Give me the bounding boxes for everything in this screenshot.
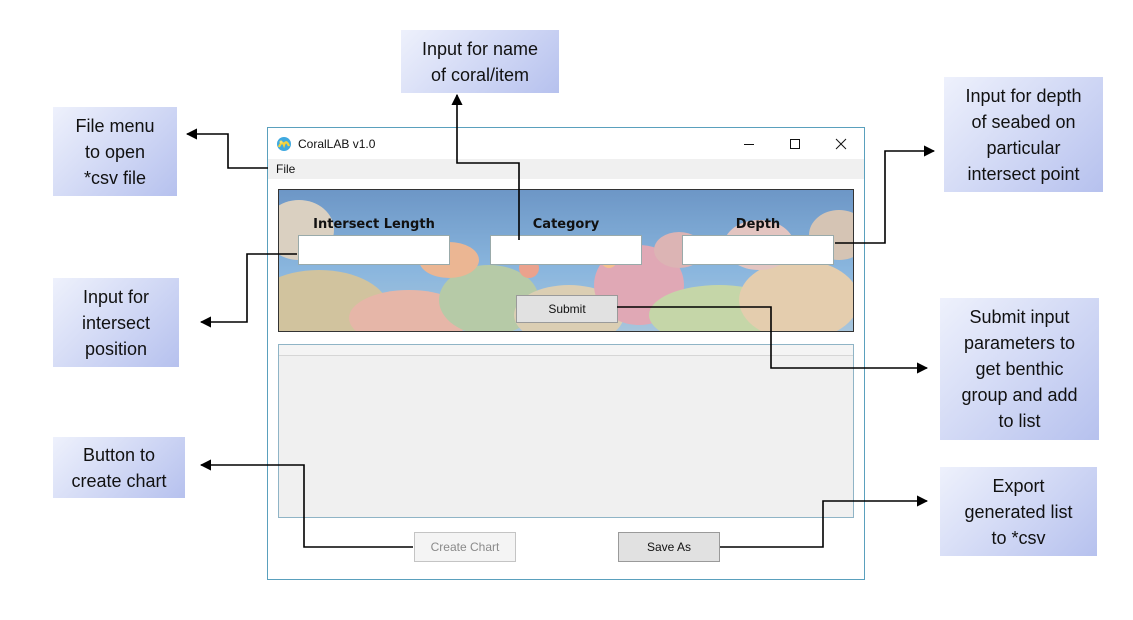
coral-app-icon [277,137,291,151]
window-title: CoralLAB v1.0 [298,137,376,151]
minimize-icon [744,143,754,145]
callout-intersect-input-text: Input for intersect position [81,286,151,359]
intersect-length-input[interactable] [298,235,450,265]
callout-create-chart: Button to create chart [53,437,185,498]
callout-name-input-text: Input for name of coral/item [421,38,539,85]
callout-export: Export generated list to *csv [940,467,1097,556]
list-header [279,345,853,356]
depth-input[interactable] [682,235,834,265]
close-button[interactable] [818,128,864,159]
callout-file-menu-text: File menu to open *csv file [75,115,155,188]
intersect-length-label: Intersect Length [313,217,435,232]
close-icon [835,138,847,149]
callout-depth-input: Input for depth of seabed on particular … [944,77,1103,192]
save-as-button[interactable]: Save As [618,532,720,562]
reef-banner: Intersect Length Category Depth Submit [278,189,854,332]
callout-create-chart-text: Button to create chart [71,444,167,491]
depth-label: Depth [735,217,781,232]
title-bar[interactable]: CoralLAB v1.0 [268,128,864,159]
callout-submit-text: Submit input parameters to get benthic g… [961,307,1078,431]
category-label: Category [532,217,600,232]
menu-bar: File [268,159,864,179]
results-list[interactable] [278,344,854,518]
menu-file[interactable]: File [276,162,296,176]
callout-name-input: Input for name of coral/item [401,30,559,93]
maximize-button[interactable] [772,128,818,159]
callout-file-menu: File menu to open *csv file [53,107,177,196]
callout-intersect-input: Input for intersect position [53,278,179,367]
create-chart-button[interactable]: Create Chart [414,532,516,562]
app-window: CoralLAB v1.0 File [267,127,865,580]
callout-submit: Submit input parameters to get benthic g… [940,298,1099,440]
minimize-button[interactable] [726,128,772,159]
connector-file-menu [185,128,268,169]
submit-button[interactable]: Submit [516,295,618,323]
category-input[interactable] [490,235,642,265]
callout-depth-input-text: Input for depth of seabed on particular … [965,85,1082,184]
callout-export-text: Export generated list to *csv [964,475,1073,548]
maximize-icon [790,138,800,149]
